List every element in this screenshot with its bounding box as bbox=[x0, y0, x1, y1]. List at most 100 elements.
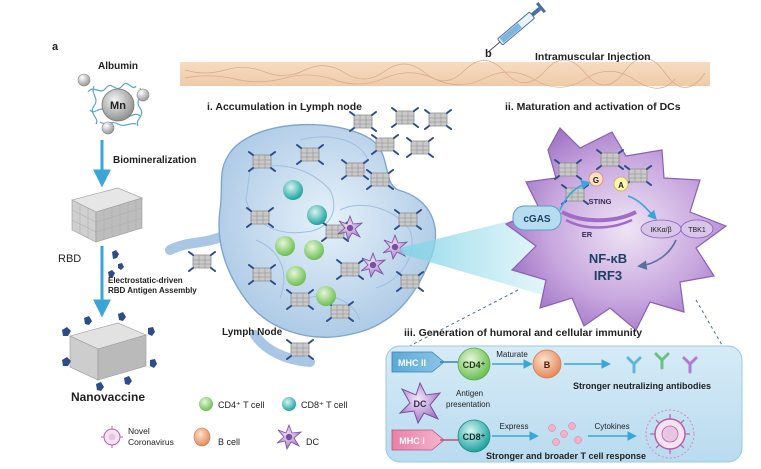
antigen-label-line1: Antigen bbox=[456, 389, 483, 398]
zoom-connector bbox=[397, 289, 519, 353]
nanovaccine-particle bbox=[341, 159, 369, 180]
nanovaccine-particle bbox=[188, 251, 216, 272]
section-iii: iii. Generation of humoral and cellular … bbox=[385, 327, 743, 463]
nanovaccine-particle bbox=[394, 209, 422, 230]
legend-cd4-label: CD4⁺ T cell bbox=[218, 400, 264, 410]
biomineralization-label: Biomineralization bbox=[113, 155, 196, 166]
skin-layer bbox=[180, 62, 710, 86]
nanovaccine-particle bbox=[248, 264, 276, 285]
nanovaccine-particle bbox=[406, 137, 434, 158]
antibodies-label: Stronger neutralizing antibodies bbox=[573, 381, 711, 391]
maturate-label: Maturate bbox=[496, 350, 528, 359]
panel-b: b Intramuscular Injection bbox=[180, 2, 710, 89]
panel-b-tag: b bbox=[485, 48, 492, 60]
cd8-label: CD8⁺ bbox=[463, 432, 486, 442]
cd4-t-cell bbox=[304, 240, 324, 260]
arrow-to-nfkb bbox=[637, 239, 677, 270]
section-i-title: i. Accumulation in Lymph node bbox=[207, 101, 362, 113]
panel-a: a Albumin Mn Biomineralization bbox=[52, 41, 197, 404]
legend-dc-label: DC bbox=[306, 437, 319, 447]
legend-cd8-label: CD8⁺ T cell bbox=[301, 400, 347, 410]
nanovaccine-particle bbox=[396, 271, 424, 292]
mhc2-label: MHC II bbox=[398, 358, 426, 368]
skin-texture bbox=[184, 57, 706, 89]
albumin-ball bbox=[101, 121, 115, 135]
assembly-label-line2: RBD Antigen Assembly bbox=[108, 286, 197, 295]
section-i: i. Accumulation in Lymph node bbox=[165, 101, 452, 367]
arrow-cgas-to-cgamp bbox=[559, 179, 591, 211]
nanovaccine-particle bbox=[326, 301, 354, 322]
nfkb-label: NF-κB bbox=[589, 251, 627, 266]
coronavirus-icon bbox=[645, 409, 695, 459]
cytokine-dots bbox=[548, 422, 582, 446]
express-label: Express bbox=[500, 422, 529, 431]
er-membrane bbox=[561, 210, 637, 223]
mhc2-badge bbox=[391, 351, 445, 373]
cd4-t-cell bbox=[275, 236, 295, 256]
b-cell bbox=[532, 349, 562, 379]
cd8-cell bbox=[457, 419, 491, 453]
tcell-response-label: Stronger and broader T cell response bbox=[486, 451, 646, 461]
g-node bbox=[588, 171, 604, 187]
legend-virus-line2: Coronavirus bbox=[128, 437, 174, 447]
nanovaccine-particle bbox=[391, 107, 419, 128]
nanovaccine-particle bbox=[349, 111, 377, 132]
zoom-beam bbox=[400, 216, 560, 300]
nanoparticle-block bbox=[71, 187, 143, 243]
panel-a-tag: a bbox=[52, 41, 59, 53]
ikk-label: IKKα/β bbox=[650, 227, 671, 234]
legend-bcell-label: B cell bbox=[218, 437, 240, 447]
nanovaccine-particle bbox=[286, 289, 314, 310]
nanovaccine-particle bbox=[286, 339, 314, 360]
section-iii-title: iii. Generation of humoral and cellular … bbox=[404, 327, 642, 339]
lymph-node-label: Lymph Node bbox=[222, 327, 283, 338]
nanovaccine-particle bbox=[248, 151, 276, 172]
nanovaccine-particle bbox=[366, 169, 394, 190]
sting-label: STING bbox=[589, 197, 612, 206]
cd4-label: CD4⁺ bbox=[463, 360, 486, 370]
cd8-t-cell bbox=[283, 180, 303, 200]
zoom-connector bbox=[695, 299, 727, 353]
nanovaccine-particle bbox=[554, 159, 582, 180]
mhc1-label: MHC I bbox=[399, 436, 425, 446]
legend: CD4⁺ T cell CD8⁺ T cell Novel Coronaviru… bbox=[101, 397, 347, 450]
cytokines-label: Cytokines bbox=[594, 422, 629, 431]
legend-virus-swatch bbox=[101, 426, 123, 448]
albumin-ball bbox=[77, 73, 91, 87]
irf3-label: IRF3 bbox=[594, 268, 622, 283]
albumin-ball bbox=[136, 88, 150, 102]
nanovaccine-particle bbox=[371, 134, 399, 155]
nanovaccine-particle bbox=[624, 165, 652, 186]
legend-cd8-swatch bbox=[282, 397, 296, 411]
er-membrane bbox=[565, 218, 633, 229]
cd4-cell bbox=[457, 347, 491, 381]
syringe-icon bbox=[488, 2, 546, 52]
tbk1-node bbox=[680, 219, 714, 239]
section-ii: ii. Maturation and activation of DCs cGA… bbox=[504, 101, 728, 331]
lymph-vessel bbox=[165, 230, 230, 255]
legend-dc-swatch bbox=[276, 424, 302, 450]
er-label: ER bbox=[582, 230, 593, 239]
nanovaccine-particle bbox=[246, 207, 274, 228]
cgas-node bbox=[512, 205, 562, 231]
mn-core bbox=[101, 88, 135, 122]
albumin-label: Albumin bbox=[98, 61, 138, 72]
tbk1-label: TBK1 bbox=[688, 227, 706, 234]
arrow-sting-to-ikk bbox=[627, 195, 657, 221]
cd8-t-cell bbox=[307, 205, 327, 225]
g-label: G bbox=[593, 176, 599, 185]
nanovaccine-block bbox=[62, 312, 157, 391]
mn-label: Mn bbox=[110, 100, 126, 112]
cgas-label: cGAS bbox=[523, 214, 551, 225]
b-label: B bbox=[544, 360, 551, 370]
assembly-label-line1: Electrostatic-driven bbox=[108, 276, 183, 285]
a-node bbox=[613, 176, 629, 192]
section-ii-title: ii. Maturation and activation of DCs bbox=[505, 101, 681, 113]
nanovaccine-particle bbox=[561, 184, 589, 205]
nanovaccine-label: Nanovaccine bbox=[71, 390, 145, 404]
legend-virus-line1: Novel bbox=[128, 426, 150, 436]
legend-bcell-swatch bbox=[193, 427, 211, 447]
nanovaccine-particle bbox=[296, 144, 324, 165]
nanovaccine-particle bbox=[596, 149, 624, 170]
